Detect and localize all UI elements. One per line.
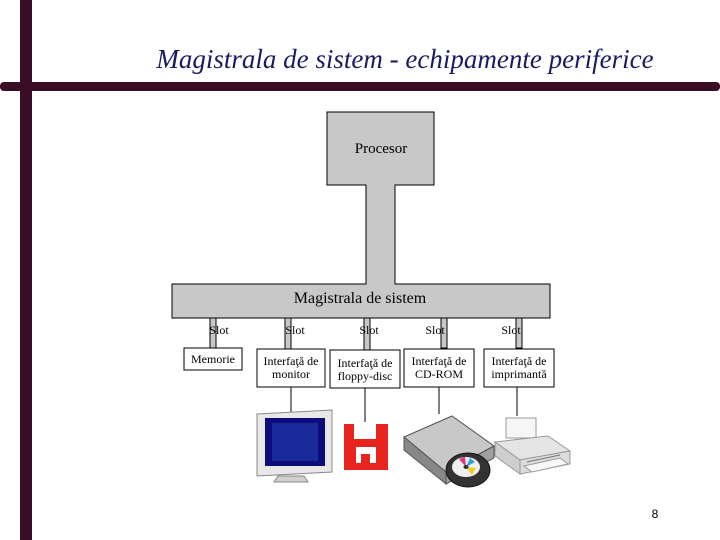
decorative-vertical-bar [20,0,32,540]
slot-label-3: Slot [359,323,379,337]
interface-card-cdrom [403,348,475,388]
interface-card-monitor [256,348,326,388]
slot-label-4: Slot [425,323,445,337]
page-number: 8 [651,507,659,521]
system-bus-label: Magistrala de sistem [293,290,427,307]
floppy-disk-icon [344,424,388,470]
slot-label-1: Slot [209,323,229,337]
cdrom-interface-label: Interfaţă de CD-ROM [411,354,467,381]
interface-card-floppy [329,349,401,389]
slide-title: Magistrala de sistem - echipamente perif… [156,44,654,74]
printer-icon [493,417,572,475]
slot-connector [440,317,448,349]
slot-label-5: Slot [501,323,521,337]
printer-interface-label: Interfaţă de imprimantă [491,354,547,381]
monitor-icon [256,409,333,483]
memory-label: Memorie [191,352,235,366]
interface-cards [183,347,555,389]
processor-and-bus-shape [171,111,551,319]
interface-card-memory [183,347,243,371]
slot-label-2: Slot [285,323,305,337]
floppy-interface-label: Interfaţă de floppy-disc [337,356,393,383]
monitor-interface-label: Interfaţă de monitor [263,354,319,381]
device-cables [290,387,518,422]
slot-connector [515,317,523,349]
cd-rom-drive-icon [403,415,495,488]
interface-card-printer [483,348,555,388]
processor-label: Procesor [354,141,408,157]
decorative-horizontal-bar [0,82,720,91]
